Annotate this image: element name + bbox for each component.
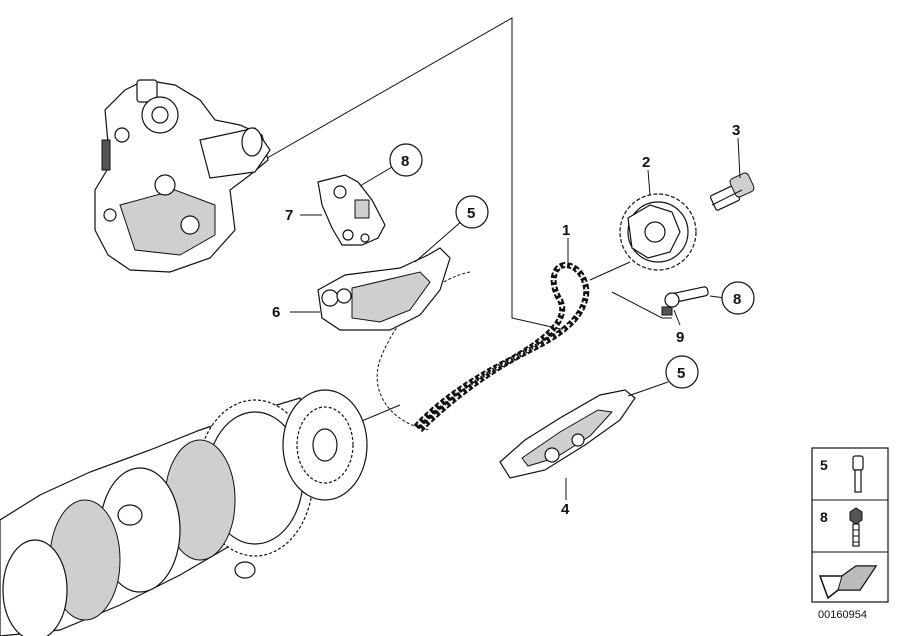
callout-8-top: 8 [401,153,409,170]
callout-6: 6 [272,304,280,321]
bolt [709,172,755,211]
sprocket [619,193,697,271]
callout-leaders [290,137,741,500]
guide-pin [661,286,709,316]
arrow-icon [818,565,878,600]
timing-chain [412,261,590,433]
callout-8-right: 8 [733,291,741,308]
callout-4: 4 [561,501,570,518]
callout-7: 7 [285,207,293,224]
high-pressure-pump [94,79,271,273]
crankshaft [0,389,368,636]
lower-guide-rail [499,389,636,479]
pin-icon [852,455,864,493]
diagram-code: 00160954 [818,609,867,621]
legend-box: 5 8 [811,447,889,603]
callout-3: 3 [732,122,740,139]
callout-5-bottom: 5 [677,365,685,382]
torx-bolt-icon [849,507,863,547]
legend-row-8-label: 8 [820,509,828,525]
legend-row-5-label: 5 [820,457,828,473]
callout-5-top: 5 [467,205,475,222]
callout-9: 9 [676,329,684,346]
tensioner-bracket [317,174,386,246]
upper-guide-rail [317,247,451,331]
callout-2: 2 [642,154,650,171]
callout-1: 1 [562,222,570,239]
callouts: 1 2 3 4 5 5 6 7 8 8 9 [272,122,755,518]
